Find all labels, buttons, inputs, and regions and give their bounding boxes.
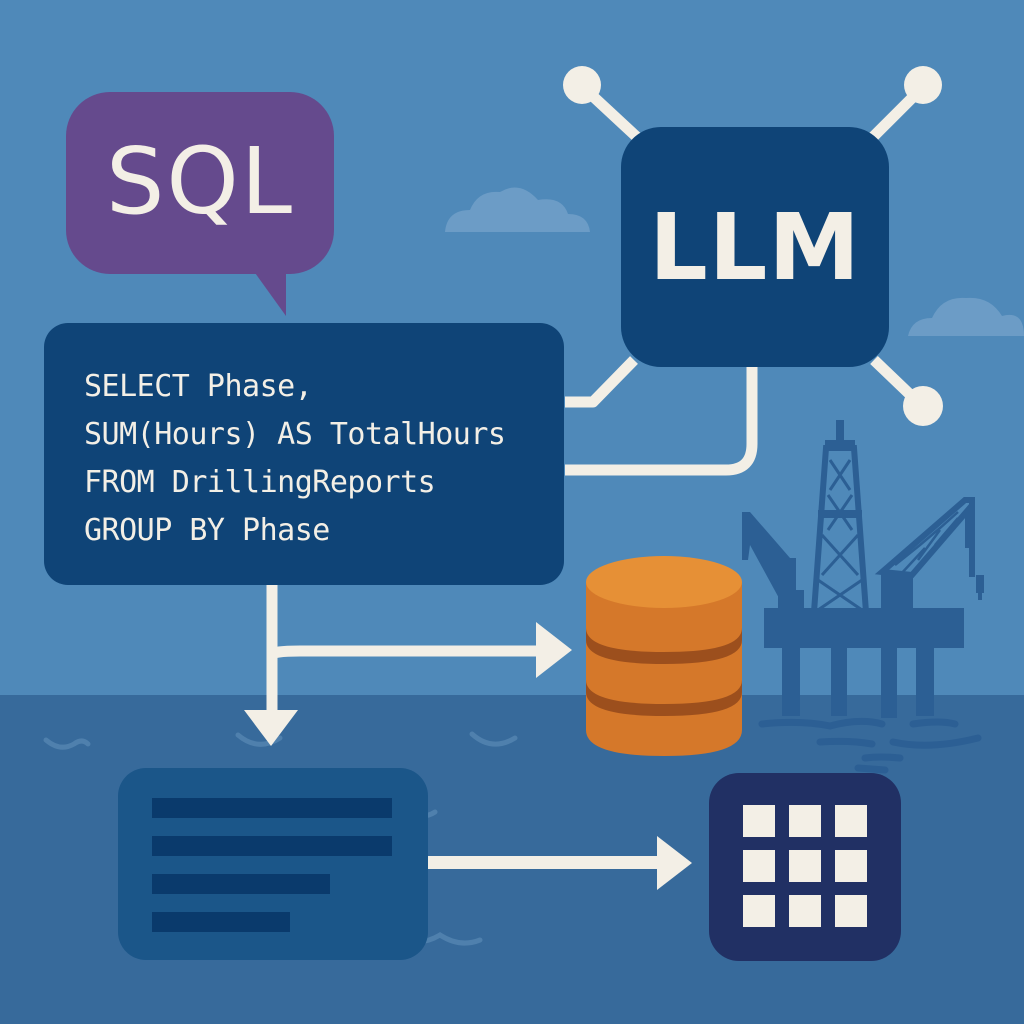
sql-query-box: SELECT Phase, SUM(Hours) AS TotalHours F… [44, 323, 564, 585]
document-line [152, 874, 330, 894]
llm-node: LLM [621, 127, 889, 367]
cloud-icon [445, 187, 590, 232]
code-to-llm-connector-2 [565, 365, 758, 476]
table-grid-icon [709, 773, 901, 961]
llm-node-circle [903, 386, 943, 426]
sql-query-line: SELECT Phase, [84, 369, 313, 404]
database-cylinder-icon [586, 556, 742, 756]
document-lines-icon [118, 768, 428, 960]
arrow-down-head [244, 710, 298, 746]
grid-cell [789, 895, 821, 927]
document-line [152, 912, 290, 932]
grid-cell [789, 805, 821, 837]
sql-query-line: SUM(Hours) AS TotalHours [84, 417, 506, 452]
code-to-llm-connector [565, 356, 638, 408]
rig-water-ripples [758, 717, 982, 774]
cloud-icon [908, 297, 1024, 336]
document-line [152, 798, 392, 818]
grid-cell [743, 805, 775, 837]
sql-speech-bubble: SQL [66, 92, 334, 274]
sql-label: SQL [105, 127, 295, 235]
arrow-right-head-grid [657, 836, 692, 890]
grid-cell [743, 895, 775, 927]
sql-query-line: GROUP BY Phase [84, 513, 330, 548]
llm-node-circle [563, 66, 601, 104]
llm-node-circle [904, 66, 942, 104]
grid-cell [835, 895, 867, 927]
speech-bubble-tail [250, 266, 286, 316]
arrow-right-head-db [536, 622, 572, 678]
grid-cell [743, 850, 775, 882]
sql-query-line: FROM DrillingReports [84, 465, 436, 500]
grid-cell [835, 805, 867, 837]
llm-label: LLM [649, 193, 861, 301]
grid-cell [835, 850, 867, 882]
document-line [152, 836, 392, 856]
grid-cell [789, 850, 821, 882]
